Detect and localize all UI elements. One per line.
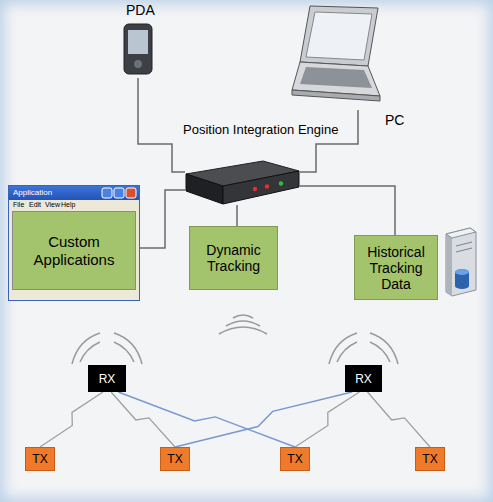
node-box: TX xyxy=(280,447,310,471)
pda-button xyxy=(134,60,142,68)
node-box: PDA xyxy=(116,2,162,78)
node-text: TX xyxy=(167,452,182,466)
node-box: TX xyxy=(415,447,445,471)
node-text: RX xyxy=(355,372,372,386)
node-heading: Position Integration Engine xyxy=(183,122,338,138)
node-text: Dynamic Tracking xyxy=(194,242,273,274)
laptop-edge xyxy=(292,90,380,101)
menu-item: View xyxy=(45,201,60,209)
pda-screen xyxy=(128,30,148,54)
node-box: ApplicationFile Edit ViewHelpCustom Applic… xyxy=(8,185,140,301)
pda-icon xyxy=(120,22,156,76)
min-button xyxy=(102,188,112,198)
title-bar: Application xyxy=(9,186,139,200)
router-front xyxy=(223,171,299,204)
laptop-lid xyxy=(300,6,378,66)
node-box: RX xyxy=(345,365,382,392)
connector xyxy=(140,190,185,248)
node-box: TX xyxy=(160,447,190,471)
rx-waves xyxy=(72,333,398,364)
connector xyxy=(300,186,395,235)
node-box: Dynamic Tracking xyxy=(189,226,278,290)
connector xyxy=(300,110,358,172)
laptop-screen xyxy=(306,12,372,60)
menu-item: Help xyxy=(61,201,75,209)
router-device xyxy=(185,160,300,205)
node-text: Custom Applications xyxy=(17,233,131,269)
connector xyxy=(111,392,175,447)
menu-item: Edit xyxy=(29,201,41,209)
led xyxy=(253,187,257,191)
node-box: TX xyxy=(25,447,55,471)
led xyxy=(265,184,269,188)
connector xyxy=(175,392,352,447)
device-label: PC xyxy=(385,112,404,128)
pda-body xyxy=(124,24,152,74)
window-buttons xyxy=(101,187,137,199)
led xyxy=(279,181,283,185)
node-text: TX xyxy=(422,452,437,466)
node-text: RX xyxy=(99,372,116,386)
router-side xyxy=(186,174,223,204)
max-button xyxy=(114,188,124,198)
connector xyxy=(295,392,359,447)
node-box: Position Integration Engine xyxy=(185,160,300,205)
menu-item: File xyxy=(13,201,24,209)
connector xyxy=(138,78,185,172)
node-box: Historical Tracking Data xyxy=(354,235,438,300)
window-client: Custom Applications xyxy=(12,211,136,290)
connector xyxy=(368,392,431,447)
node-text: TX xyxy=(32,452,47,466)
wireless-waves xyxy=(219,315,267,334)
node-text: TX xyxy=(287,452,302,466)
connector xyxy=(40,392,103,447)
node-box: RX xyxy=(88,365,126,392)
window-title: Application xyxy=(13,188,52,198)
connector xyxy=(236,205,238,226)
close-button xyxy=(126,188,136,198)
laptop-icon xyxy=(288,4,382,110)
menu-bar: File Edit ViewHelp xyxy=(9,200,139,210)
node-text: Historical Tracking Data xyxy=(359,244,433,292)
device-label: PDA xyxy=(126,2,155,18)
node-box: PC xyxy=(288,4,382,110)
laptop-keyboard xyxy=(300,67,372,88)
server-icon xyxy=(446,228,476,296)
